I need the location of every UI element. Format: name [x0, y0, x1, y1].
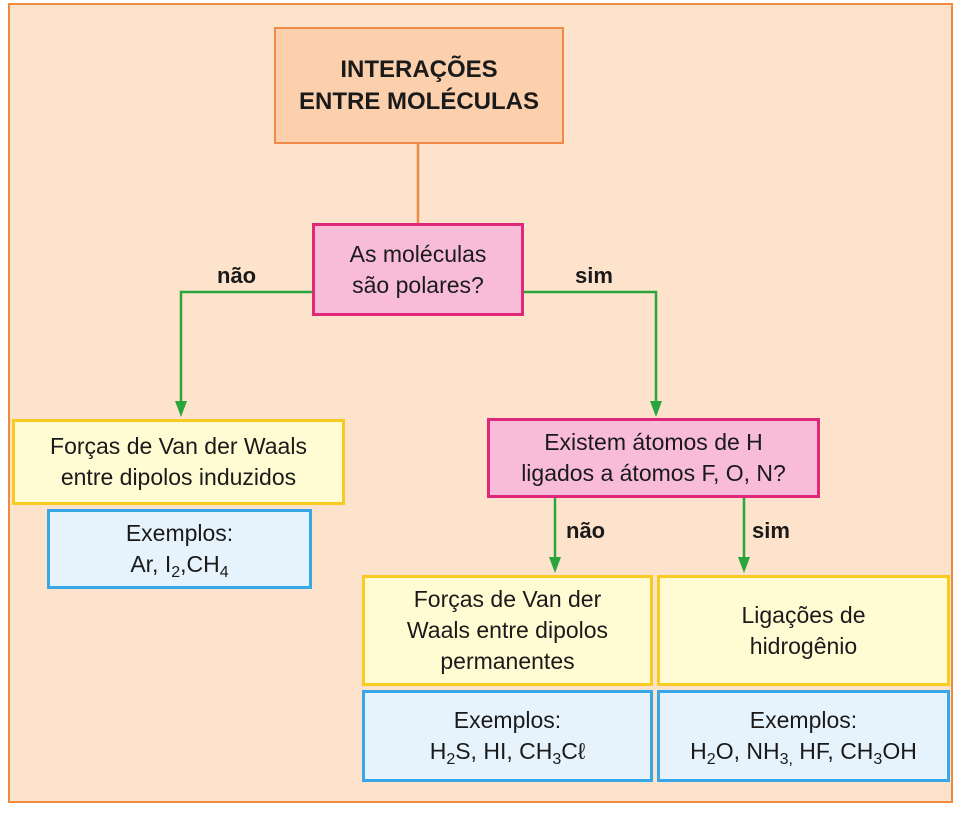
- examples-hbond-formulas: H2O, NH3, HF, CH3OH: [690, 738, 917, 768]
- result-induced-line-2: entre dipolos induzidos: [60, 464, 297, 490]
- examples-hbond-heading: Exemplos:: [749, 707, 858, 733]
- question-polar-line-1: As moléculas: [349, 240, 487, 267]
- formula-subscript: 3,: [779, 751, 793, 768]
- title-box: INTERAÇÕES ENTRE MOLÉCULAS: [274, 27, 564, 144]
- question-hbond-line-1: Existem átomos de H: [544, 429, 763, 455]
- formula-subscript: 4: [219, 564, 229, 581]
- examples-induced-formulas: Ar, I2,CH4: [130, 551, 229, 581]
- formula-subscript: 2: [171, 564, 181, 581]
- branch-label-polar-yes: sim: [575, 263, 613, 288]
- result-hbond-line-2: hidrogênio: [749, 632, 858, 659]
- examples-induced-heading: Exemplos:: [125, 520, 234, 546]
- branch-label-hbond-yes: sim: [752, 518, 790, 543]
- formula-subscript: 3: [873, 751, 883, 768]
- result-induced-dipoles-box: Forças de Van der Waals entre dipolos in…: [12, 419, 345, 505]
- result-hydrogen-bonds-box: Ligações de hidrogênio: [657, 575, 950, 686]
- question-polar-box: As moléculas são polares?: [312, 223, 524, 316]
- examples-permanent-box: Exemplos: H2S, HI, CH3Cℓ: [362, 690, 653, 782]
- result-hbond-line-1: Ligações de: [741, 601, 866, 628]
- arrowhead-polar-yes: [650, 401, 662, 417]
- question-hbond-box: Existem átomos de H ligados a átomos F, …: [487, 418, 820, 498]
- formula-subscript: 3: [552, 751, 562, 768]
- examples-induced-box: Exemplos: Ar, I2,CH4: [47, 509, 312, 589]
- arrow-polar-no: [179, 290, 312, 403]
- examples-permanent-formulas: H2S, HI, CH3Cℓ: [429, 738, 586, 768]
- branch-label-polar-no: não: [217, 263, 257, 288]
- title-line-1: INTERAÇÕES: [340, 55, 498, 83]
- question-polar-line-2: são polares?: [352, 271, 484, 298]
- branch-label-hbond-no: não: [566, 518, 606, 543]
- question-hbond-line-2: ligados a átomos F, O, N?: [521, 460, 786, 486]
- arrowhead-hbond-yes: [738, 557, 750, 573]
- result-permanent-line-2: Waals entre dipolos: [406, 617, 609, 643]
- result-permanent-line-3: permanentes: [440, 648, 575, 674]
- result-permanent-line-1: Forças de Van der: [413, 586, 602, 612]
- title-line-2: ENTRE MOLÉCULAS: [299, 87, 539, 115]
- result-induced-line-1: Forças de Van der Waals: [50, 433, 307, 459]
- examples-permanent-heading: Exemplos:: [453, 707, 562, 733]
- arrowhead-polar-no: [175, 401, 187, 417]
- result-permanent-dipoles-box: Forças de Van der Waals entre dipolos pe…: [362, 575, 653, 686]
- arrow-polar-yes: [524, 290, 658, 403]
- formula-subscript: 2: [706, 751, 716, 768]
- arrowhead-hbond-no: [549, 557, 561, 573]
- examples-hbond-box: Exemplos: H2O, NH3, HF, CH3OH: [657, 690, 950, 782]
- formula-subscript: 2: [446, 751, 456, 768]
